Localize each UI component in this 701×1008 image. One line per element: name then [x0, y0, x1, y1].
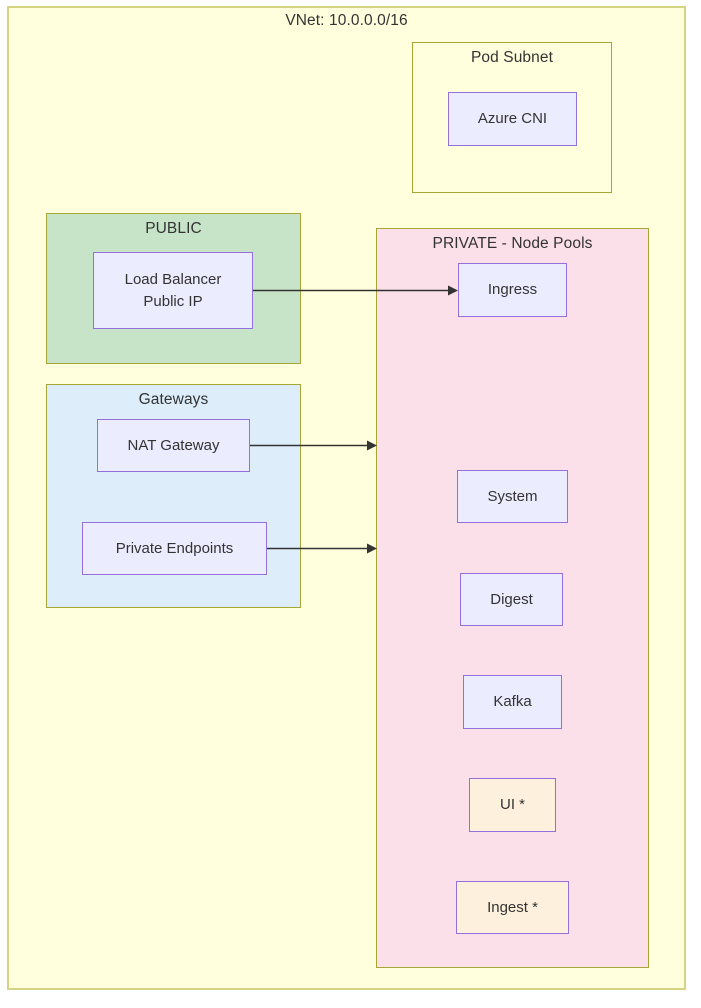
node-digest-label: Digest [490, 590, 533, 608]
node-kafka-label: Kafka [493, 693, 532, 711]
gateways-title: Gateways [138, 391, 209, 408]
pod-subnet-title: Pod Subnet [470, 49, 553, 66]
node-nat-gateway: NAT Gateway [97, 419, 250, 472]
node-private-endpoints-label: Private Endpoints [115, 539, 234, 557]
node-load-balancer-label-line2: Public IP [143, 292, 203, 310]
vnet-title: VNet: 10.0.0.0/16 [285, 12, 408, 29]
node-ingest: Ingest * [456, 881, 569, 934]
node-load-balancer-public-ip: Load Balancer Public IP [93, 252, 253, 329]
node-ingress: Ingress [458, 263, 567, 317]
node-ingest-label: Ingest * [487, 898, 538, 916]
node-azure-cni: Azure CNI [448, 92, 577, 146]
node-kafka: Kafka [463, 675, 562, 729]
node-system: System [457, 470, 568, 523]
node-ingress-label: Ingress [487, 281, 538, 299]
node-digest: Digest [460, 573, 563, 626]
cluster-pod-subnet: Pod Subnet [412, 42, 612, 193]
node-azure-cni-label: Azure CNI [477, 110, 548, 128]
node-load-balancer-label-line1: Load Balancer [124, 270, 222, 288]
public-title: PUBLIC [145, 220, 202, 237]
node-system-label: System [487, 487, 538, 505]
node-nat-gateway-label: NAT Gateway [127, 436, 220, 454]
private-title: PRIVATE - Node Pools [432, 235, 593, 252]
node-ui-label: UI * [499, 796, 525, 814]
node-ui: UI * [469, 778, 556, 832]
node-private-endpoints: Private Endpoints [82, 522, 267, 575]
